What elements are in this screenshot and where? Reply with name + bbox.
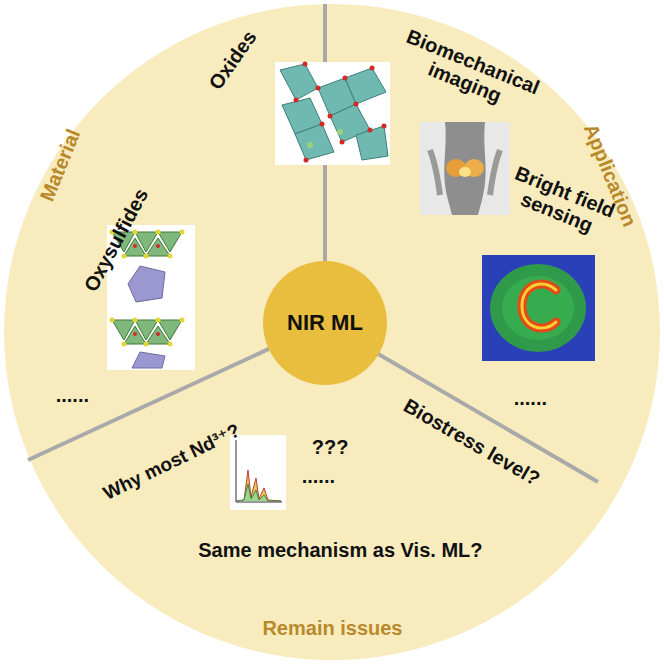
oxide-structure: [275, 62, 390, 166]
label-text: ......: [54, 384, 90, 406]
body-image: [420, 122, 510, 215]
label-text: Same mechanism as Vis. ML?: [197, 539, 484, 561]
node-text: NIR ML: [287, 310, 363, 336]
divider-lines: [28, 4, 598, 482]
label-text: Remain issues: [261, 617, 404, 639]
label-text: ......: [512, 387, 548, 409]
label-text: ......: [300, 465, 336, 487]
sensing-heatmap: [482, 255, 595, 361]
outer-disc: [4, 4, 660, 660]
center-circle: NIR ML: [263, 261, 387, 385]
spectrum-chart: [230, 435, 286, 510]
label-text: ???: [311, 436, 350, 458]
